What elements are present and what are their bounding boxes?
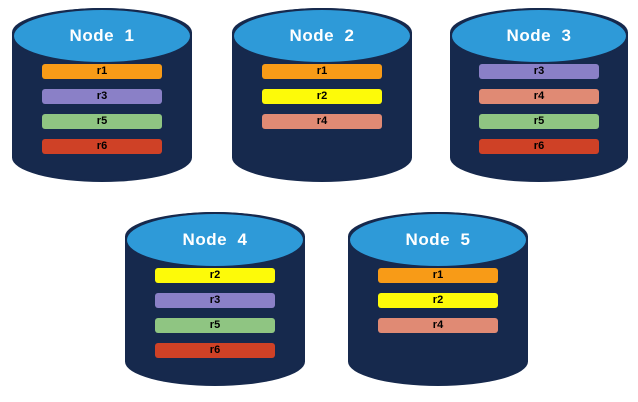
node-cylinder-4[interactable]: Node 4 r2 r3 r5 r6 — [125, 212, 305, 386]
node-cylinder-1[interactable]: Node 1 r1 r3 r5 r6 — [12, 8, 192, 182]
replica-bar[interactable]: r5 — [42, 114, 162, 129]
replica-bar[interactable]: r4 — [378, 318, 498, 333]
replica-bar-label: r2 — [209, 269, 221, 281]
replica-bar-label: r4 — [533, 90, 545, 102]
replica-bar[interactable]: r3 — [155, 293, 275, 308]
node-title-label: Node 4 — [182, 230, 248, 249]
replica-bar-list: r3 r4 r5 r6 — [450, 64, 628, 154]
replica-bar-label: r3 — [533, 65, 545, 77]
replica-bar-list: r2 r3 r5 r6 — [125, 268, 305, 358]
replica-bar-label: r5 — [209, 319, 221, 331]
node-title-label: Node 5 — [405, 230, 471, 249]
replica-bar-label: r2 — [432, 294, 444, 306]
node-cylinder-5[interactable]: Node 5 r1 r2 r4 — [348, 212, 528, 386]
replica-bar-label: r4 — [316, 115, 328, 127]
node-cylinder-3[interactable]: Node 3 r3 r4 r5 r6 — [450, 8, 628, 182]
replica-bar-label: r3 — [209, 294, 221, 306]
cylinder-top-ellipse — [348, 212, 528, 268]
cylinder-top-ellipse — [232, 8, 412, 64]
node-title-label: Node 3 — [506, 26, 572, 45]
replica-bar-label: r2 — [316, 90, 328, 102]
replica-bar[interactable]: r2 — [262, 89, 382, 104]
replica-bar[interactable]: r3 — [42, 89, 162, 104]
replica-bar-label: r5 — [533, 115, 545, 127]
cylinder-top-ellipse — [12, 8, 192, 64]
replica-bar[interactable]: r2 — [155, 268, 275, 283]
replica-bar-label: r6 — [96, 140, 108, 152]
replica-bar[interactable]: r6 — [155, 343, 275, 358]
replica-bar[interactable]: r1 — [262, 64, 382, 79]
replica-bar-label: r1 — [316, 65, 328, 77]
cylinder-top-ellipse — [450, 8, 628, 64]
replica-bar-label: r1 — [96, 65, 108, 77]
replica-bar[interactable]: r5 — [479, 114, 599, 129]
replica-bar-label: r6 — [209, 344, 221, 356]
cylinder-top-ellipse — [125, 212, 305, 268]
replica-bar-label: r6 — [533, 140, 545, 152]
replica-bar[interactable]: r2 — [378, 293, 498, 308]
replica-bar[interactable]: r6 — [42, 139, 162, 154]
replica-bar[interactable]: r4 — [479, 89, 599, 104]
replica-bar-label: r4 — [432, 319, 444, 331]
replica-bar-label: r3 — [96, 90, 108, 102]
replica-bar[interactable]: r6 — [479, 139, 599, 154]
replica-bar[interactable]: r5 — [155, 318, 275, 333]
replica-bar-list: r1 r3 r5 r6 — [12, 64, 192, 154]
replica-bar[interactable]: r1 — [378, 268, 498, 283]
node-title-label: Node 2 — [289, 26, 355, 45]
replica-bar-label: r5 — [96, 115, 108, 127]
replica-bar[interactable]: r4 — [262, 114, 382, 129]
node-cylinder-2[interactable]: Node 2 r1 r2 r4 — [232, 8, 412, 182]
node-title-label: Node 1 — [69, 26, 135, 45]
replica-bar[interactable]: r1 — [42, 64, 162, 79]
replica-bar[interactable]: r3 — [479, 64, 599, 79]
replica-bar-list: r1 r2 r4 — [348, 268, 528, 333]
replica-bar-label: r1 — [432, 269, 444, 281]
replica-bar-list: r1 r2 r4 — [232, 64, 412, 129]
